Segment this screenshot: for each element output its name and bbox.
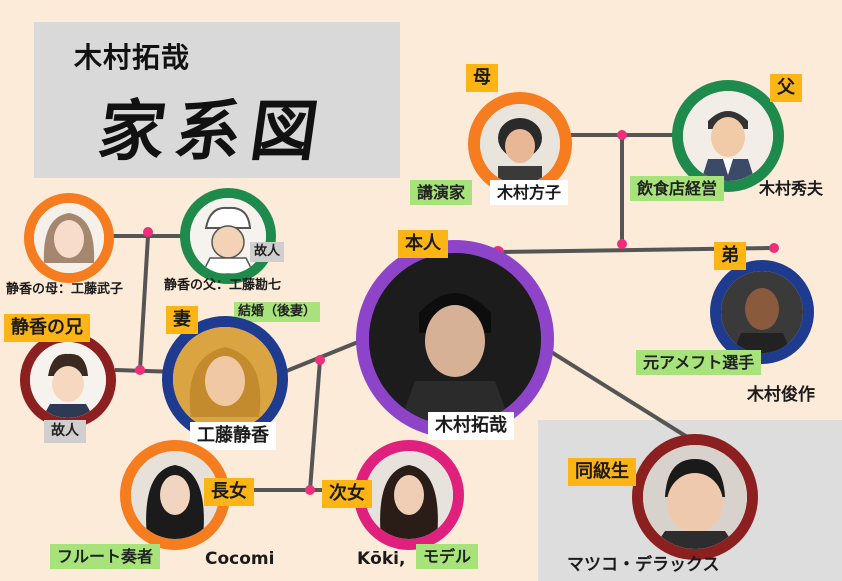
daughter2-portrait bbox=[354, 440, 464, 550]
wife-father-name: 静香の父：工藤勘七 bbox=[164, 278, 282, 293]
chef-illustration-icon bbox=[190, 198, 266, 274]
father-role-tag: 父 bbox=[770, 74, 802, 102]
dot-brother-link bbox=[769, 243, 779, 253]
classmate-name: マツコ・デラックス bbox=[567, 555, 720, 575]
wife-mother-portrait bbox=[24, 193, 114, 283]
woman-photo-icon bbox=[131, 451, 219, 539]
classmate-role-tag: 同級生 bbox=[568, 458, 636, 486]
brother-role-tag: 弟 bbox=[714, 242, 746, 270]
dot-daughters bbox=[305, 485, 315, 495]
wife-brother-status: 故人 bbox=[44, 420, 86, 443]
daughter1-role-tag: 長女 bbox=[204, 478, 254, 506]
mother-occupation-tag: 講演家 bbox=[410, 180, 473, 206]
title-name: 木村拓哉 bbox=[74, 41, 191, 74]
daughter2-role-tag: 次女 bbox=[322, 480, 372, 508]
wife-name: 工藤静香 bbox=[190, 422, 276, 450]
wife-role-tag: 妻 bbox=[166, 306, 198, 334]
daughter1-occupation-tag: フルート奏者 bbox=[50, 544, 161, 570]
link-wife-parents-down bbox=[138, 235, 150, 371]
self-portrait bbox=[356, 240, 554, 438]
woman-photo-icon bbox=[365, 451, 453, 539]
wife-father-note: 結婚（後妻） bbox=[234, 302, 321, 322]
link-couple-down bbox=[308, 359, 322, 491]
father-name: 木村秀夫 bbox=[759, 179, 824, 198]
dot-parents bbox=[617, 130, 627, 140]
man-photo-icon bbox=[721, 271, 803, 353]
wife-mother-name: 静香の母：工藤武子 bbox=[6, 282, 124, 297]
wife-brother-role-tag: 静香の兄 bbox=[4, 314, 90, 342]
daughter1-name: Cocomi bbox=[205, 549, 275, 569]
dot-wife-parents bbox=[143, 227, 153, 237]
brother-name: 木村俊作 bbox=[747, 385, 815, 405]
woman-photo-icon bbox=[643, 445, 747, 549]
daughter2-name: Kōki, bbox=[357, 549, 406, 569]
self-name: 木村拓哉 bbox=[428, 412, 514, 440]
dot-couple bbox=[315, 355, 325, 365]
mother-role-tag: 母 bbox=[466, 64, 498, 92]
mother-portrait bbox=[468, 92, 572, 196]
wife-brother-portrait bbox=[20, 332, 116, 428]
man-illustration-icon bbox=[683, 91, 773, 181]
daughter2-occupation-tag: モデル bbox=[416, 544, 479, 570]
wife-father-status: 故人 bbox=[250, 242, 285, 262]
daughter1-portrait bbox=[120, 440, 230, 550]
link-self-classmate bbox=[538, 343, 702, 447]
brother-portrait bbox=[710, 260, 814, 364]
self-role-tag: 本人 bbox=[398, 230, 448, 258]
dot-parents-child bbox=[617, 239, 627, 249]
father-portrait bbox=[672, 80, 784, 192]
wife-portrait bbox=[162, 316, 288, 442]
mother-name: 木村方子 bbox=[490, 180, 569, 206]
boy-illustration-icon bbox=[30, 342, 106, 418]
link-self-wife bbox=[283, 336, 369, 374]
woman-photo-icon bbox=[173, 327, 277, 431]
wife-father-portrait bbox=[180, 188, 276, 284]
father-occupation-tag: 飲食店経営 bbox=[630, 176, 725, 202]
classmate-portrait bbox=[632, 434, 758, 560]
brother-occupation-tag: 元アメフト選手 bbox=[636, 350, 762, 376]
woman-illustration-icon bbox=[34, 203, 104, 273]
dot-wife-sibling bbox=[135, 365, 145, 375]
woman-face-icon bbox=[480, 104, 560, 184]
man-photo-icon bbox=[369, 253, 541, 425]
title-panel bbox=[34, 22, 400, 178]
